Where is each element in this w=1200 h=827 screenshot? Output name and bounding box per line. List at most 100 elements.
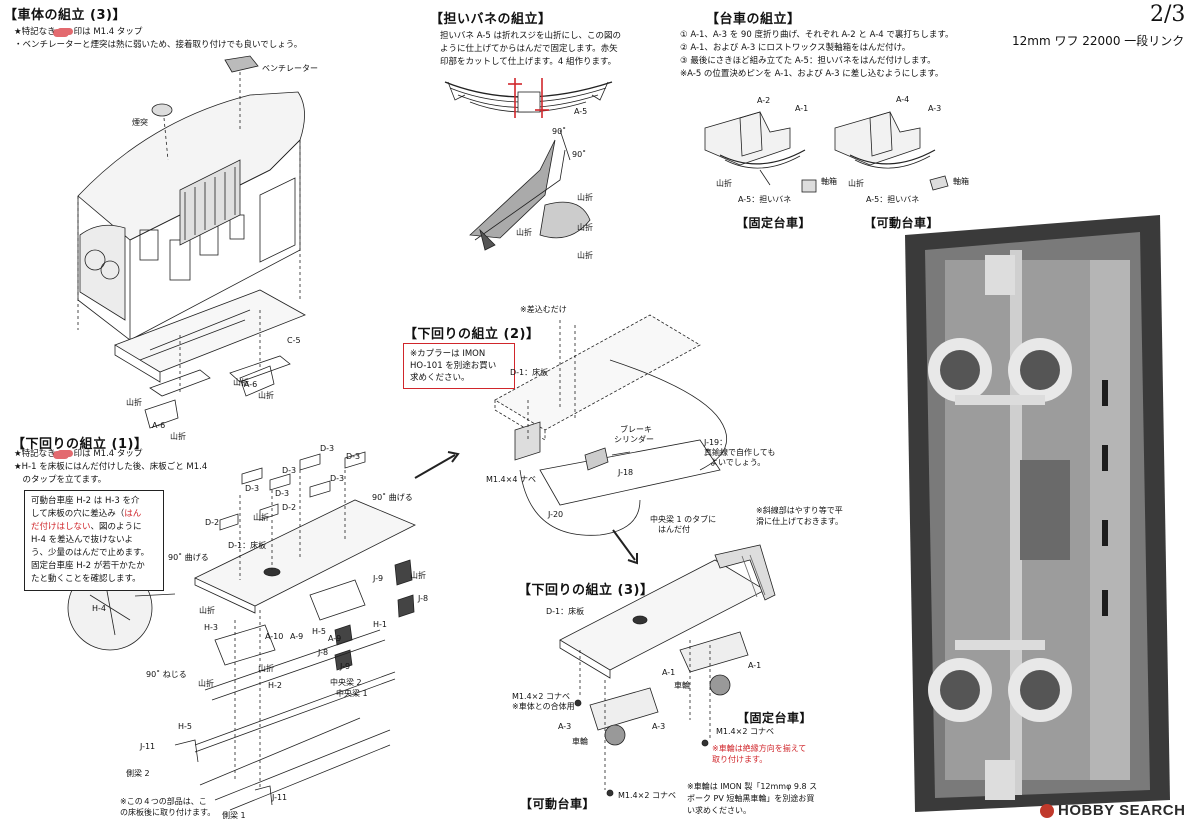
coupler-notice-1: ※カプラーは IMON (410, 349, 486, 359)
spring-note-1: 担いバネ A-5 は折れスジを山折にし、この図の (440, 31, 622, 41)
label-yamaori-3: 山折 (126, 398, 142, 407)
label-h3: H-3 (204, 623, 218, 632)
label-chimney: 煙突 (132, 118, 148, 127)
label-d2a: D-2 (205, 518, 220, 527)
label-center2: 中央梁 2 (330, 678, 362, 687)
section-title-body: 【車体の組立 (3)】 (4, 8, 126, 23)
label-m14x2c: M1.4×2 コナベ (618, 791, 676, 800)
label-d1-uf2: D-1：床板 (510, 368, 549, 377)
page-number: 2/3 (1150, 2, 1186, 27)
label-spring-y4: 山折 (577, 251, 593, 260)
label-brake: ブレーキ (620, 425, 652, 434)
uf1-box-line-6: 固定台車座 H-2 が若干かたか (31, 561, 145, 571)
label-a1: A-1 (795, 104, 809, 113)
underframe-2-drawing (494, 314, 728, 536)
label-d3e: D-3 (275, 489, 290, 498)
label-fixed-yamaori: 山折 (716, 179, 732, 188)
label-m14x2b: M1.4×2 コナベ (716, 727, 774, 736)
label-j18: J-18 (618, 468, 634, 477)
label-d3c: D-3 (346, 452, 361, 461)
truck-note-3: ③ 最後にさきほど組み立てた A-5：担いバネをはんだ付けします。 (680, 56, 936, 66)
coupler-notice-3: 求めください。 (410, 373, 470, 383)
wheel-direction-note-1: ※車輪は絶縁方向を揃えて (712, 744, 807, 753)
label-fixed-a5: A-5：担いバネ (738, 195, 792, 204)
file-note: ※斜線部はやすり等で平 滑に仕上げておきます。 (756, 505, 843, 527)
label-yamaori-2: 山折 (258, 391, 274, 400)
wheel-direction-note-2: 取り付けます。 (712, 755, 768, 764)
label-a1b: A-1 (748, 661, 762, 670)
watermark-text: HOBBY SEARCH (1058, 802, 1186, 819)
label-m14x4: M1.4×4 ナベ (486, 475, 536, 484)
label-j9a: J-9 (373, 574, 384, 583)
label-wheel-fixed: 車輪 (674, 681, 690, 690)
label-d1-uf3: D-1：床板 (546, 607, 585, 616)
caption-uf3-movable: 【可動台車】 (520, 797, 596, 811)
label-a9a: A-9 (290, 632, 304, 641)
uf1-box-line-3: だ付けはしない、図のように (31, 522, 142, 532)
spring-note-2: ように仕上げてからはんだで固定します。赤矢 (440, 44, 618, 54)
file-note-2: 滑に仕上げておきます。 (756, 517, 843, 526)
label-a10: A-10 (265, 632, 284, 641)
wheel-direction-note: ※車輪は絶縁方向を揃えて 取り付けます。 (712, 743, 806, 765)
label-bend90a: 90˚ 曲げる (372, 493, 413, 502)
label-cylinder: シリンダー (614, 435, 654, 444)
section-title-underframe-2: 【下回りの組立 (2)】 (404, 327, 540, 342)
movable-truck-drawing (834, 111, 949, 191)
label-a3a: A-3 (558, 722, 572, 731)
label-j19: J-19： (704, 438, 728, 447)
label-a5: A-5 (574, 107, 588, 116)
label-spring-y2: 山折 (516, 228, 532, 237)
label-m14x2a: M1.4×2 コナベ (512, 692, 570, 701)
label-d3d: D-3 (245, 484, 260, 493)
uf1-footnote: ※この４つの部品は、こ の床板後に取り付けます。 (120, 796, 215, 818)
underframe-3-drawing (559, 544, 776, 797)
label-side2: 側梁 2 (126, 769, 150, 778)
label-90-a: 90˚ (552, 127, 567, 136)
label-a3: A-3 (928, 104, 942, 113)
label-spring-y3: 山折 (577, 223, 593, 232)
label-j9b: J-9 (340, 662, 351, 671)
fixed-truck-drawing (704, 111, 817, 193)
label-h4: H-4 (92, 604, 106, 613)
label-d1-uf1: D-1：床板 (228, 541, 267, 550)
uf1-box-line-7: たと動くことを確認します。 (31, 574, 141, 584)
caption-fixed-truck: 【固定台車】 (736, 216, 812, 230)
uf1-note-1: ★特記なき印は M1.4 タップ (14, 449, 143, 459)
caption-uf3-fixed: 【固定台車】 (737, 711, 813, 725)
coupler-notice: ※カプラーは IMON HO-101 を別途お買い 求めください。 (403, 343, 515, 389)
label-movable-yamaori: 山折 (848, 179, 864, 188)
label-j8a: J-8 (418, 594, 429, 603)
label-a6-2: A-6 (152, 421, 166, 430)
body-notes: ★特記なき印は M1.4 タップ ・ベンチレーターと煙突は熱に弱いため、接着取り… (14, 26, 302, 52)
label-j20: J-20 (548, 510, 564, 519)
truck-note-1: ① A-1、A-3 を 90 度折り曲げ、それぞれ A-2 と A-4 で裏打ち… (680, 30, 954, 40)
caption-movable-truck: 【可動台車】 (864, 216, 940, 230)
label-uf1-ye: 山折 (198, 679, 214, 688)
label-uf1-yc: 山折 (199, 606, 215, 615)
label-h5b: H-5 (312, 627, 326, 636)
spring-notes: 担いバネ A-5 は折れスジを山折にし、この図の ように仕上げてからはんだで固定… (440, 30, 621, 69)
label-j19-note-2: よいでしょう。 (710, 458, 766, 467)
uf1-footnote-2: の床板後に取り付けます。 (120, 808, 216, 817)
label-ventilator: ベンチレーター (262, 64, 318, 73)
label-movable-a5: A-5：担いバネ (866, 195, 920, 204)
label-a9b: A-9 (328, 634, 342, 643)
uf1-box-line-2: して床板の穴に差込み（はん (31, 509, 142, 519)
label-a2: A-2 (757, 96, 771, 105)
body-note-2: ・ベンチレーターと煙突は熱に弱いため、接着取り付けでも良いでしょう。 (14, 40, 303, 50)
leaf-spring-drawing (444, 78, 613, 251)
label-j19-note-1: 真鍮線で自作しても (704, 448, 776, 457)
uf1-box-line-4: H-4 を差込んで抜けないよ (31, 535, 133, 545)
coupler-notice-2: HO-101 を別途お買い (410, 361, 497, 371)
uf1-footnote-1: ※この４つの部品は、こ (120, 797, 207, 806)
label-movable-axlebox: 軸箱 (953, 177, 969, 186)
label-spring-y1: 山折 (577, 193, 593, 202)
label-c5: C-5 (287, 336, 301, 345)
label-a4: A-4 (896, 95, 910, 104)
file-note-1: ※斜線部はやすり等で平 (756, 506, 843, 515)
uf1-box-line-5: う、少量のはんだで止めます。 (31, 548, 150, 558)
uf1-note-3: のタップを立てます。 (14, 475, 107, 485)
label-uf1-ya: 山折 (253, 513, 269, 522)
uf1-note-2: ★H-1 を床板にはんだ付けした後、床板ごと M1.4 (14, 462, 208, 472)
